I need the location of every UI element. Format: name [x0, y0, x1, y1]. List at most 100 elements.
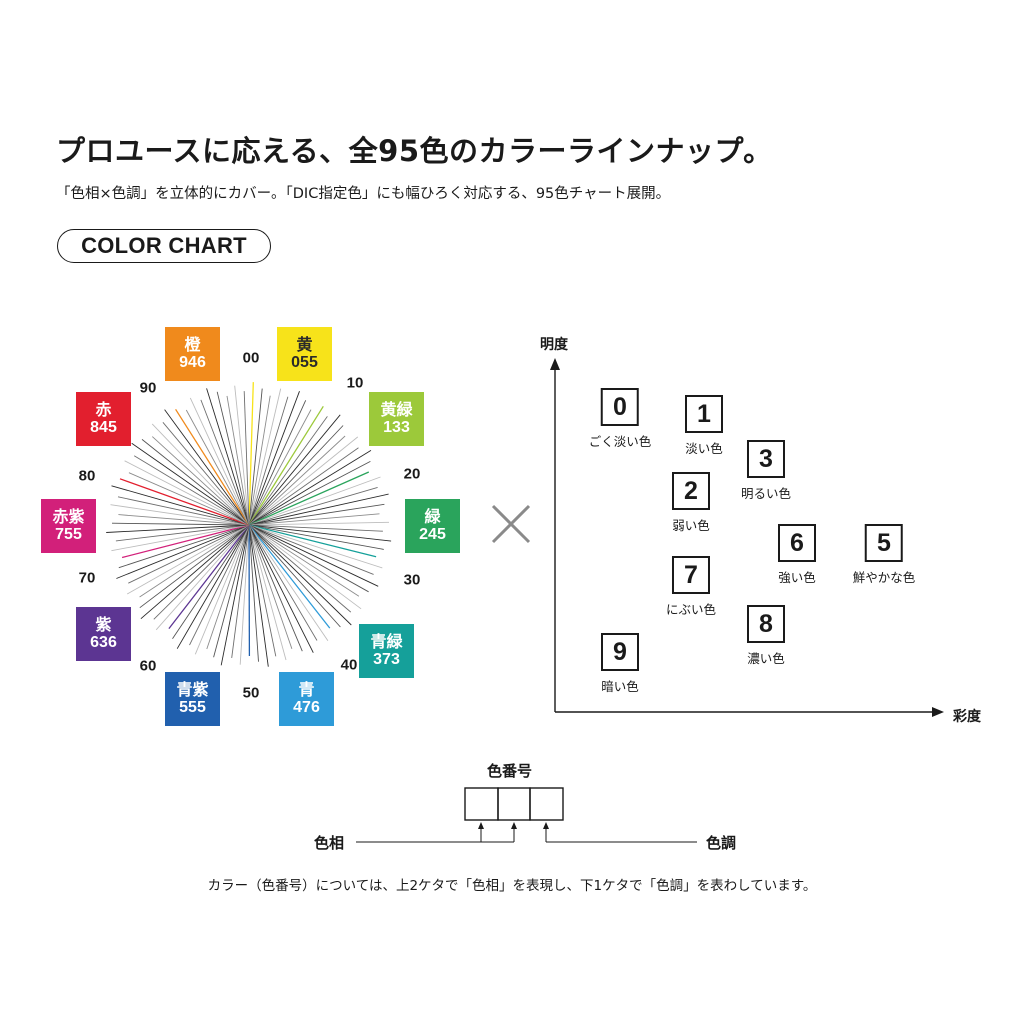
times-symbol — [491, 504, 531, 544]
tone-1: 1 淡い色 — [685, 395, 723, 457]
hue-box-red: 赤 845 — [76, 392, 131, 446]
hue-name: 赤紫 — [52, 506, 85, 526]
hue-ray — [248, 524, 374, 575]
tone-axes — [550, 358, 944, 717]
hue-degree-50: 50 — [242, 684, 260, 702]
hue-box-yellow-green: 黄緑 133 — [369, 392, 424, 446]
hue-ray — [248, 461, 371, 526]
hue-ray — [213, 524, 250, 658]
hue-ray — [194, 524, 250, 655]
hue-code: 636 — [90, 634, 117, 651]
page-title: プロユースに応える、全95色のカラーラインナップ。 — [56, 134, 773, 168]
hue-name: 黄緑 — [380, 399, 413, 419]
hue-ray — [176, 524, 250, 649]
hue-ray — [248, 513, 380, 526]
hue-code: 555 — [179, 699, 206, 716]
hue-ray — [248, 391, 300, 526]
tone-label: 鮮やかな色 — [852, 570, 916, 585]
hue-ray — [248, 524, 314, 653]
hue-code: 946 — [179, 354, 206, 371]
hue-ray — [206, 388, 250, 526]
hue-ray — [206, 524, 250, 650]
hue-ray — [248, 524, 303, 652]
hue-ray — [248, 436, 359, 526]
hue-ray — [248, 471, 370, 526]
hue-box-yellow: 黄 055 — [277, 327, 332, 381]
hue-ray — [248, 382, 254, 526]
hue-ray — [220, 524, 250, 666]
hue-ray — [226, 395, 250, 526]
tone-label: 暗い色 — [601, 679, 639, 694]
hue-ray — [248, 524, 362, 610]
hue-degree-10: 10 — [346, 374, 364, 392]
hue-ray — [248, 524, 318, 641]
hue-ray — [189, 397, 250, 526]
hue-ray — [248, 388, 263, 526]
hue-ray — [141, 439, 250, 526]
hue-ray — [140, 524, 250, 620]
hue-box-blue-green: 青緑 373 — [359, 624, 414, 678]
hue-ray — [248, 524, 287, 661]
hue-box-blue-violet: 青紫 555 — [165, 672, 220, 726]
hue-ray — [111, 522, 250, 526]
hue-ray — [248, 447, 359, 526]
hue-ray — [124, 460, 250, 526]
hue-ray — [139, 524, 250, 609]
hue-box-orange: 橙 946 — [165, 327, 220, 381]
hue-ray — [162, 422, 250, 526]
hue-ray — [248, 524, 369, 593]
hue-degree-80: 80 — [78, 467, 96, 485]
tone-3: 3 明るい色 — [741, 440, 791, 502]
hue-ray — [128, 524, 250, 584]
tone-label: 濃い色 — [747, 651, 785, 666]
hue-name: 黄 — [296, 334, 313, 354]
hue-code: 133 — [383, 419, 410, 436]
tone-number: 7 — [671, 556, 710, 594]
hue-ray — [248, 521, 390, 526]
hue-ray — [248, 524, 259, 662]
hue-ray — [111, 485, 250, 526]
hue-ray — [189, 524, 250, 646]
tone-number: 2 — [672, 472, 710, 510]
tone-number: 0 — [600, 388, 639, 426]
tone-number: 6 — [778, 524, 816, 562]
x-axis-label: 彩度 — [953, 709, 981, 725]
hue-ray — [216, 391, 250, 526]
hue-ray — [248, 476, 381, 526]
hue-ray — [231, 524, 250, 658]
hue-ray — [248, 486, 378, 526]
color-number-title: 色番号 — [487, 762, 533, 780]
hue-name: 赤 — [95, 399, 112, 419]
hue-degree-00: 00 — [242, 349, 260, 367]
hue-name: 青緑 — [370, 631, 403, 651]
hue-ray — [172, 524, 250, 639]
tone-number: 3 — [746, 440, 785, 478]
hue-ray — [248, 524, 331, 629]
tone-label: にぶい色 — [665, 602, 717, 617]
tone-number: 1 — [685, 395, 723, 433]
hue-ray — [234, 385, 250, 526]
explanation-note: カラー（色番号）については、上2ケタで「色相」を表現し、下1ケタで「色調」を表わ… — [207, 878, 817, 894]
tone-2: 2 弱い色 — [672, 472, 710, 534]
hue-box-red-violet: 赤紫 755 — [41, 499, 96, 553]
hue-ray — [248, 524, 360, 597]
tone-0: 0 ごく淡い色 — [589, 388, 651, 450]
hue-name: 青紫 — [176, 679, 209, 699]
hue-ray — [168, 524, 250, 629]
hue-name: 青 — [298, 679, 315, 699]
hue-ray — [248, 524, 277, 657]
hue-ray — [248, 524, 269, 667]
hue-ray — [115, 524, 250, 542]
hue-ray — [248, 524, 383, 569]
hue-ray — [248, 425, 344, 526]
hue-name: 緑 — [424, 506, 441, 526]
tone-number: 8 — [747, 605, 785, 643]
tone-number: 5 — [864, 524, 903, 562]
hue-ray — [248, 450, 372, 526]
tone-label: 淡い色 — [685, 441, 723, 456]
tone-5: 5 鮮やかな色 — [852, 524, 916, 586]
hue-ray — [175, 408, 250, 526]
hue-ray — [248, 524, 392, 542]
tone-7: 7 にぶい色 — [666, 556, 716, 618]
hue-ray — [131, 442, 250, 526]
